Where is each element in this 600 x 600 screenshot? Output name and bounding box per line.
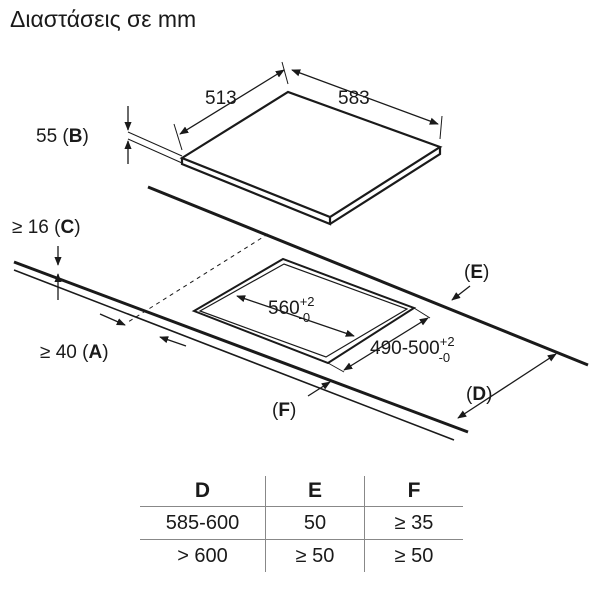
cutout-depth-label: 490-500+2-0 xyxy=(370,334,455,365)
table-cell: ≥ 50 xyxy=(364,539,463,572)
hob-dimensions: 513 583 55 (B) xyxy=(36,61,443,164)
clearance-d-label: (D) xyxy=(466,384,492,405)
table-cell: > 600 xyxy=(177,544,228,567)
cutout-width-label: 560+2-0 xyxy=(268,294,315,325)
worktop-drawing xyxy=(13,185,589,441)
hob-height-label: 55 (B) xyxy=(36,126,89,147)
worktop-back-edge xyxy=(147,185,589,367)
table-header-e: E xyxy=(265,476,365,507)
table-cell: 50 xyxy=(265,506,365,540)
table-header-f: F xyxy=(364,476,463,507)
table-row: > 600 ≥ 50 ≥ 50 xyxy=(140,539,463,572)
clearance-c-label: ≥ 16 (C) xyxy=(12,217,81,238)
clearance-e-label: (E) xyxy=(464,262,489,283)
installation-diagram: 513 583 55 (B) 560+2-0 490-500+2-0 ≥ 16 … xyxy=(12,61,589,441)
table-cell: ≥ 50 xyxy=(265,539,365,572)
dim-560-line xyxy=(236,295,355,337)
table-cell: 585-600 xyxy=(140,506,266,540)
clearance-f-label: (F) xyxy=(272,400,296,421)
dim-513-line xyxy=(179,69,285,135)
table-header-row: D E F xyxy=(140,476,463,507)
hob-front-edge xyxy=(180,158,332,226)
dim-490-500-line xyxy=(343,317,429,371)
clearance-a-label: ≥ 40 (A) xyxy=(40,342,109,363)
hob-depth-label: 583 xyxy=(338,88,370,109)
table-header-d: D xyxy=(140,476,266,507)
page-title: Διαστάσεις σε mm xyxy=(10,6,197,32)
table-row: 585-600 50 ≥ 35 xyxy=(140,506,463,540)
worktop-front-lower-edge xyxy=(13,269,455,441)
worktop-front-edge xyxy=(13,260,469,434)
clearance-table: D E F 585-600 50 ≥ 35 > 600 ≥ 50 ≥ 50 xyxy=(140,476,463,572)
table-cell: ≥ 35 xyxy=(364,506,463,540)
hob-width-label: 513 xyxy=(205,88,237,109)
dim-583-line xyxy=(291,69,439,125)
clearance-dimensions: ≥ 16 (C) ≥ 40 (A) (E) (D) (F) xyxy=(12,217,557,421)
cutout-drawing: 560+2-0 490-500+2-0 xyxy=(191,257,455,373)
hob-right-edge xyxy=(329,147,442,225)
hob-drawing xyxy=(179,90,443,226)
